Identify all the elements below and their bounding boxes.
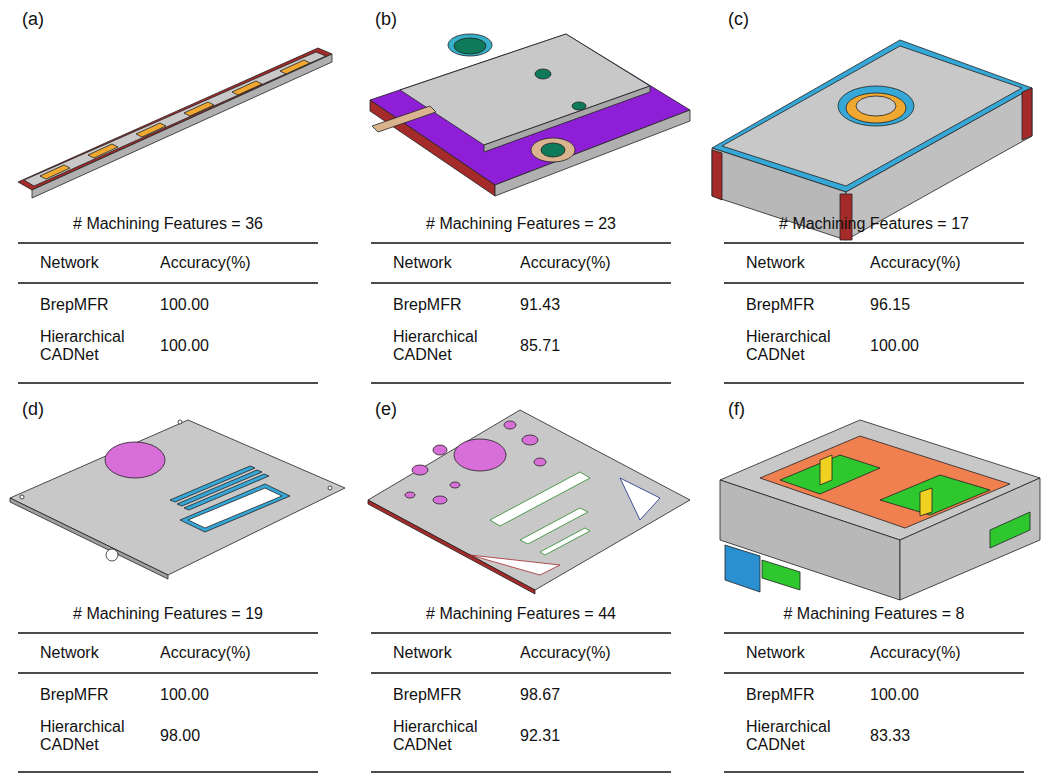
table-header: Network <box>746 644 805 662</box>
table-header: Accuracy(%) <box>870 644 961 662</box>
table-header: Accuracy(%) <box>870 254 961 272</box>
accuracy-value: 96.15 <box>870 296 910 314</box>
accuracy-value: 92.31 <box>520 727 560 745</box>
network-name: Hierarchical CADNet <box>746 328 851 364</box>
accuracy-value: 100.00 <box>160 686 209 704</box>
feature-count: # Machining Features = 36 <box>73 215 263 233</box>
network-name: BrepMFR <box>393 686 461 704</box>
part-e <box>368 410 690 594</box>
table-header: Network <box>40 644 99 662</box>
panel-letter: (b) <box>375 10 397 28</box>
accuracy-value: 83.33 <box>870 727 910 745</box>
table-header: Accuracy(%) <box>160 254 251 272</box>
part-d <box>10 420 345 579</box>
feature-count: # Machining Features = 19 <box>73 605 263 623</box>
network-name: Hierarchical CADNet <box>393 328 498 364</box>
feature-count: # Machining Features = 17 <box>779 215 969 233</box>
part-f <box>720 420 1040 600</box>
accuracy-value: 91.43 <box>520 296 560 314</box>
panel-letter: (f) <box>728 400 745 418</box>
accuracy-value: 100.00 <box>870 686 919 704</box>
table-header: Accuracy(%) <box>520 644 611 662</box>
panel-letter: (d) <box>22 400 44 418</box>
feature-count: # Machining Features = 44 <box>426 605 616 623</box>
network-name: BrepMFR <box>746 686 814 704</box>
network-name: BrepMFR <box>393 296 461 314</box>
network-name: BrepMFR <box>40 296 108 314</box>
network-name: Hierarchical CADNet <box>40 718 145 754</box>
accuracy-value: 100.00 <box>870 337 919 355</box>
part-c <box>712 40 1032 240</box>
table-header: Accuracy(%) <box>160 644 251 662</box>
table-header: Accuracy(%) <box>520 254 611 272</box>
feature-count: # Machining Features = 8 <box>784 605 965 623</box>
accuracy-value: 100.00 <box>160 337 209 355</box>
feature-count: # Machining Features = 23 <box>426 215 616 233</box>
table-header: Network <box>393 254 452 272</box>
network-name: BrepMFR <box>746 296 814 314</box>
accuracy-value: 98.00 <box>160 727 200 745</box>
panel-letter: (a) <box>22 10 44 28</box>
network-name: Hierarchical CADNet <box>393 718 498 754</box>
accuracy-value: 85.71 <box>520 337 560 355</box>
accuracy-value: 100.00 <box>160 296 209 314</box>
table-header: Network <box>746 254 805 272</box>
part-a <box>18 48 332 198</box>
network-name: BrepMFR <box>40 686 108 704</box>
network-name: Hierarchical CADNet <box>40 328 145 364</box>
panel-letter: (c) <box>728 10 749 28</box>
accuracy-value: 98.67 <box>520 686 560 704</box>
part-b <box>370 34 690 196</box>
table-header: Network <box>40 254 99 272</box>
table-header: Network <box>393 644 452 662</box>
panel-letter: (e) <box>375 400 397 418</box>
network-name: Hierarchical CADNet <box>746 718 851 754</box>
